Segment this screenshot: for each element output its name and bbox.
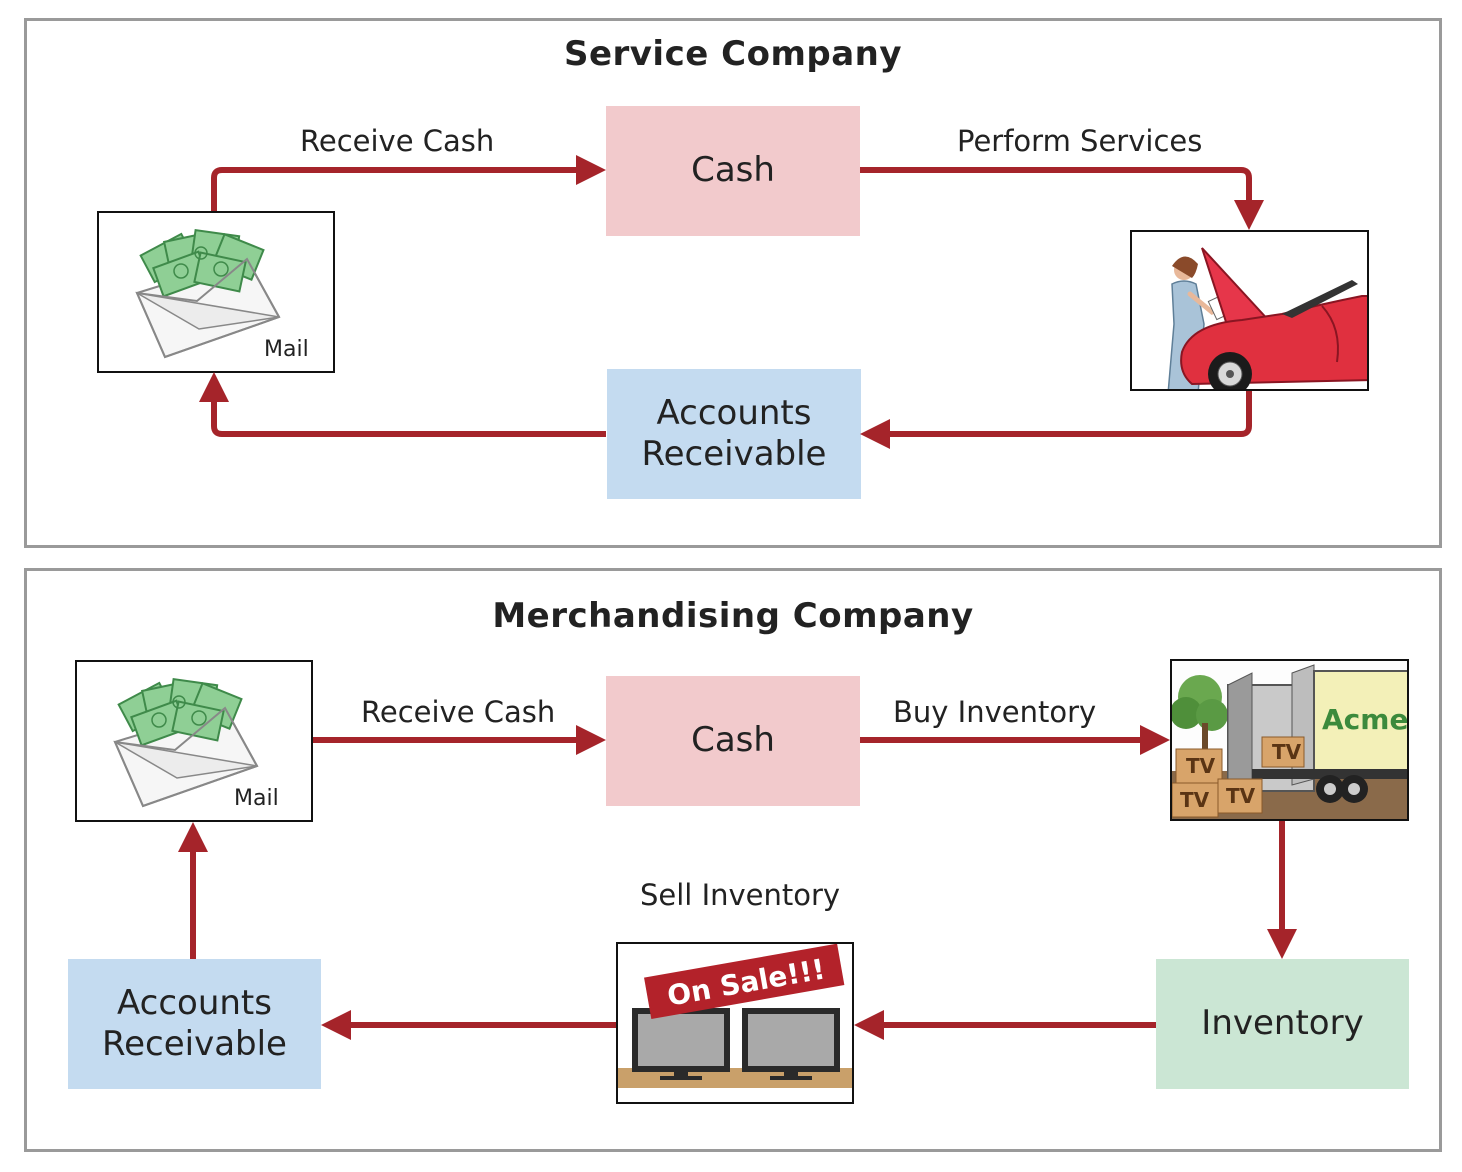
service-cash-box: Cash: [606, 106, 860, 236]
merch-inventory-box: Inventory: [1156, 959, 1409, 1089]
service-mail-image: Mail: [97, 211, 335, 373]
tv-sale-icon: On Sale!!!: [618, 944, 852, 1102]
merch-cash-box: Cash: [606, 676, 860, 806]
merch-receivable-line2: Receivable: [102, 1024, 287, 1064]
merch-accounts-receivable-box: Accounts Receivable: [68, 959, 321, 1089]
box-label-3: TV: [1180, 788, 1210, 812]
box-label-2: TV: [1186, 754, 1216, 778]
mail-envelope-money-icon: [113, 677, 259, 808]
service-receivable-line1: Accounts: [656, 392, 812, 433]
mail-envelope-money-icon: [135, 228, 281, 359]
service-receive-cash-label: Receive Cash: [300, 124, 495, 158]
merch-buy-inventory-label: Buy Inventory: [893, 695, 1097, 729]
merchandising-company-title: Merchandising Company: [492, 596, 974, 636]
truck-brand-text: Acme: [1322, 703, 1408, 736]
mechanic-car-icon: [1167, 247, 1367, 389]
box-label-1: TV: [1272, 740, 1302, 764]
service-accounts-receivable-box: Accounts Receivable: [607, 369, 861, 499]
service-perform-services-label: Perform Services: [957, 124, 1203, 158]
merch-tv-sale-image: On Sale!!!: [616, 942, 854, 1104]
box-label-4: TV: [1226, 784, 1256, 808]
merch-mail-image: Mail: [75, 660, 313, 822]
merch-receive-cash-label: Receive Cash: [361, 695, 556, 729]
service-receivable-line2: Receivable: [641, 434, 827, 474]
merch-mail-label: Mail: [234, 786, 279, 811]
service-company-title: Service Company: [563, 34, 903, 74]
merch-inventory-label: Inventory: [1201, 1003, 1364, 1044]
delivery-truck-icon: Acme TV TV TV TV: [1172, 661, 1408, 819]
service-cash-label: Cash: [691, 150, 775, 191]
merch-sell-inventory-label: Sell Inventory: [640, 878, 841, 912]
merch-truck-image: Acme TV TV TV TV: [1170, 659, 1409, 821]
merch-cash-label: Cash: [691, 720, 775, 761]
service-performing-image: [1130, 230, 1369, 391]
service-mail-label: Mail: [264, 337, 309, 362]
merch-receivable-line1: Accounts: [116, 982, 272, 1023]
